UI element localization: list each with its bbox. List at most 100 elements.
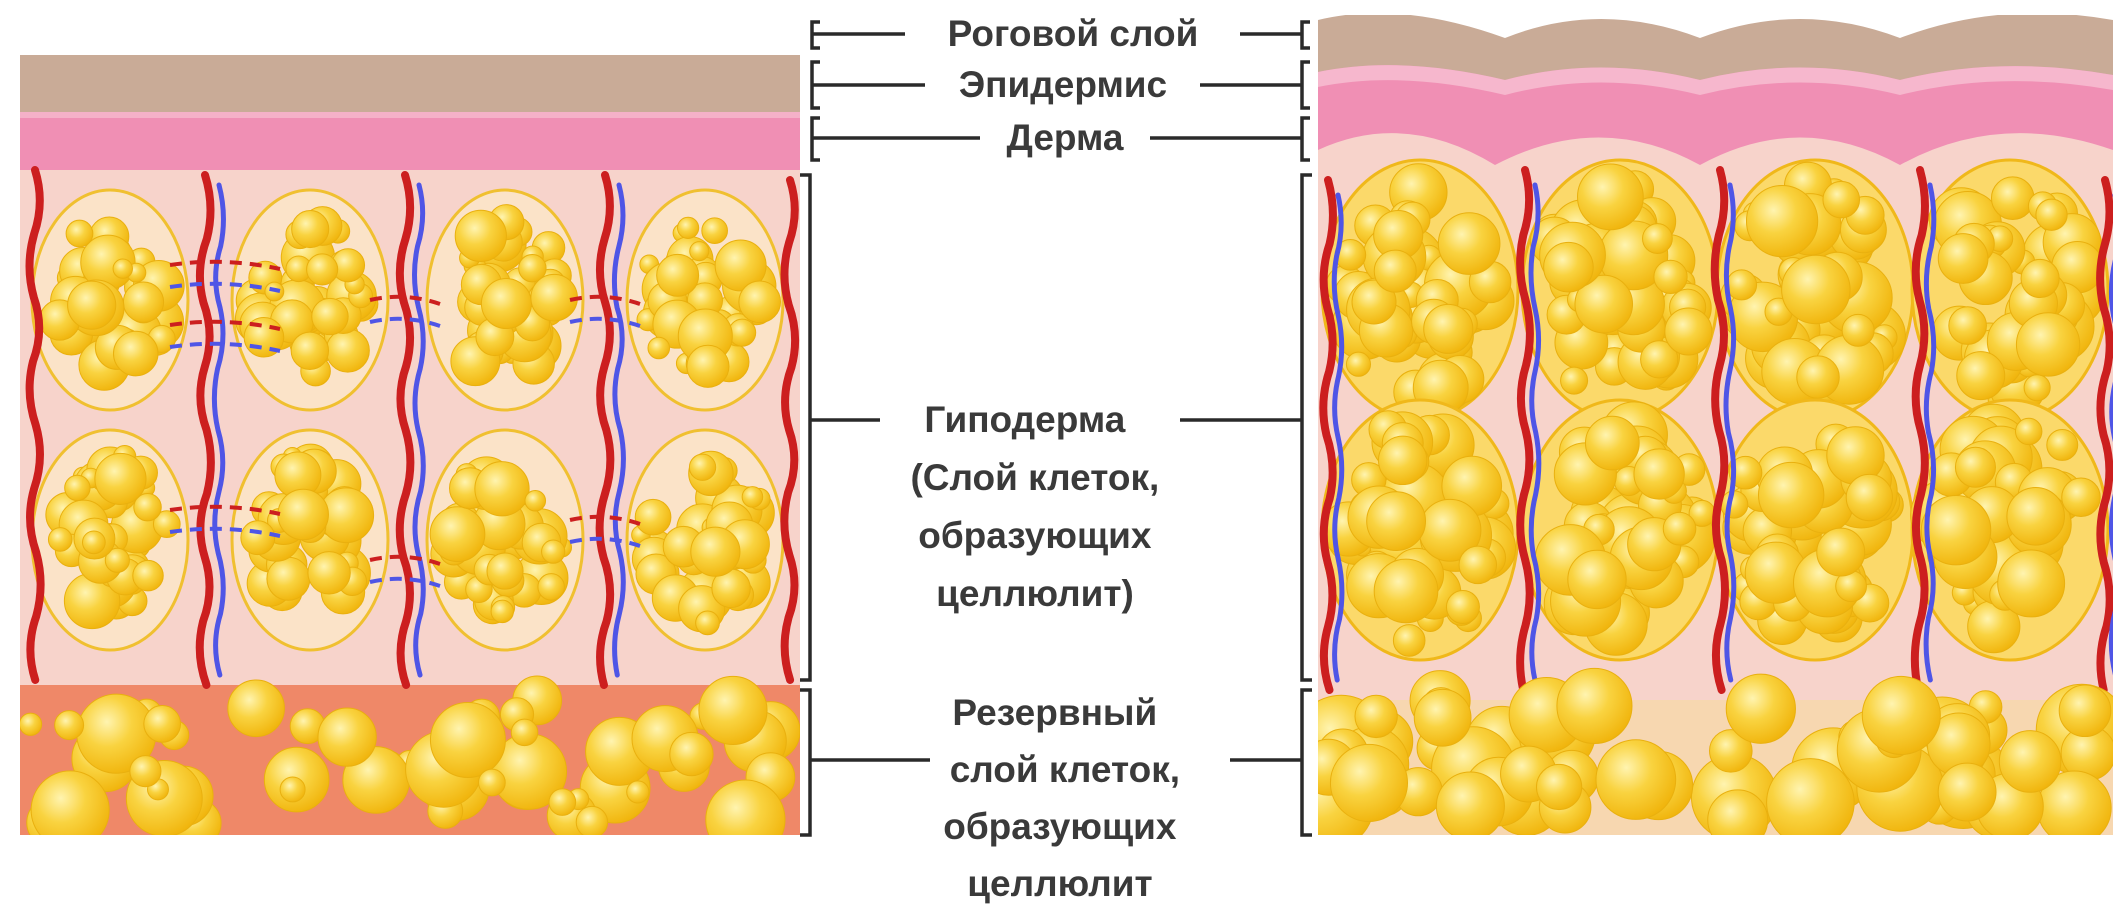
fat-cell	[1746, 185, 1817, 256]
epidermis-bracket-left	[812, 62, 925, 108]
fat-cell	[68, 281, 116, 329]
fat-cell	[1949, 307, 1987, 345]
fat-cell	[430, 507, 485, 562]
fat-cell	[2062, 478, 2100, 516]
label-reserve-line-3: образующих	[943, 806, 1177, 847]
fat-cell	[1726, 674, 1795, 743]
left-epidermis	[20, 112, 800, 170]
fat-cell	[83, 531, 106, 554]
fat-cell	[2021, 259, 2059, 297]
fat-cell	[2016, 313, 2079, 376]
fat-cell	[1938, 763, 1996, 821]
fat-cell	[1817, 528, 1865, 576]
label-dermis: Дерма	[1007, 117, 1124, 158]
fat-cell	[1991, 177, 2034, 220]
fat-cell	[481, 279, 531, 329]
fat-cell	[702, 218, 728, 244]
dermis-bracket-right	[1150, 118, 1310, 160]
normal-skin-panel	[19, 55, 800, 859]
fat-cell	[292, 211, 329, 248]
fat-cell	[113, 331, 158, 376]
fat-cell	[1938, 234, 1988, 284]
fat-cell	[1643, 224, 1673, 254]
dermis-bracket-left	[812, 118, 980, 160]
label-reserve: Резервный слой клеток, образующих целлюл…	[943, 692, 1190, 904]
cellulite-skin-panel	[1282, 13, 2113, 850]
fat-cell	[678, 217, 699, 238]
fat-cell	[2047, 429, 2078, 460]
fat-cell	[1654, 260, 1687, 293]
fat-cell	[1758, 462, 1823, 527]
fat-cell	[1862, 676, 1940, 754]
fat-cell	[648, 337, 670, 359]
fat-cell	[278, 489, 329, 540]
fat-cell	[657, 254, 699, 296]
fat-cell	[1823, 181, 1860, 218]
fat-cell	[2016, 418, 2042, 444]
fat-cell	[1957, 352, 2005, 400]
fat-cell	[1374, 559, 1438, 623]
fat-cell	[691, 527, 740, 576]
fat-cell	[55, 711, 84, 740]
fat-cell	[549, 789, 576, 816]
fat-cell	[144, 706, 181, 743]
fat-cell	[1379, 436, 1427, 484]
fat-cell	[1346, 352, 1370, 376]
fat-cell	[729, 319, 756, 346]
fat-cell	[1767, 759, 1855, 847]
label-hypodermis-line-2: (Слой клеток,	[910, 457, 1159, 498]
label-reserve-line-2: слой клеток,	[950, 749, 1180, 790]
fat-cell	[130, 756, 161, 787]
fat-cell	[312, 298, 348, 334]
label-hypodermis-line-4: целлюлит)	[936, 573, 1134, 614]
reserve-bracket-right	[1230, 690, 1312, 835]
fat-cell	[1414, 689, 1471, 746]
fat-cell	[31, 771, 109, 849]
fat-cell	[2036, 199, 2067, 230]
fat-cell	[1721, 491, 1748, 518]
fat-cell	[511, 719, 538, 746]
fat-cell	[2007, 487, 2065, 545]
fat-cell	[280, 777, 305, 802]
fat-cell	[308, 552, 350, 594]
fat-cell	[742, 487, 763, 508]
fat-cell	[1585, 416, 1639, 470]
fat-cell	[1663, 512, 1696, 545]
fat-cell	[1424, 304, 1473, 353]
fat-cell	[48, 528, 72, 552]
fat-cell	[1436, 772, 1504, 840]
fat-cell	[307, 254, 338, 285]
fat-cell	[690, 242, 709, 261]
label-reserve-line-4: целлюлит	[967, 863, 1152, 904]
fat-cell	[95, 453, 146, 504]
fat-cell	[123, 282, 163, 322]
fat-cell	[267, 557, 310, 600]
fat-cell	[479, 769, 506, 796]
label-stratum-corneum: Роговой слой	[948, 13, 1199, 54]
hypodermis-bracket-left	[800, 175, 880, 680]
fat-cell	[627, 781, 649, 803]
fat-cell	[1536, 764, 1581, 809]
fat-cell	[687, 345, 729, 387]
fat-cell	[689, 454, 715, 480]
fat-cell	[1782, 255, 1850, 323]
fat-cell	[531, 274, 578, 321]
fat-cell	[1330, 744, 1407, 821]
label-epidermis: Эпидермис	[959, 64, 1167, 105]
fat-cell	[1665, 308, 1712, 355]
fat-cell	[1999, 731, 2061, 793]
fat-cell	[430, 702, 505, 777]
hypodermis-bracket-right	[1180, 175, 1312, 680]
fat-cell	[291, 332, 328, 369]
fat-cell	[670, 732, 713, 775]
fat-cell	[739, 281, 781, 323]
fat-cell	[1578, 164, 1644, 230]
fat-cell	[1367, 492, 1426, 551]
fat-cell	[66, 220, 93, 247]
fat-cell	[699, 676, 767, 744]
fat-cell	[538, 574, 564, 600]
fat-cell	[1438, 213, 1500, 275]
fat-cell	[65, 475, 90, 500]
fat-cell	[113, 259, 132, 278]
